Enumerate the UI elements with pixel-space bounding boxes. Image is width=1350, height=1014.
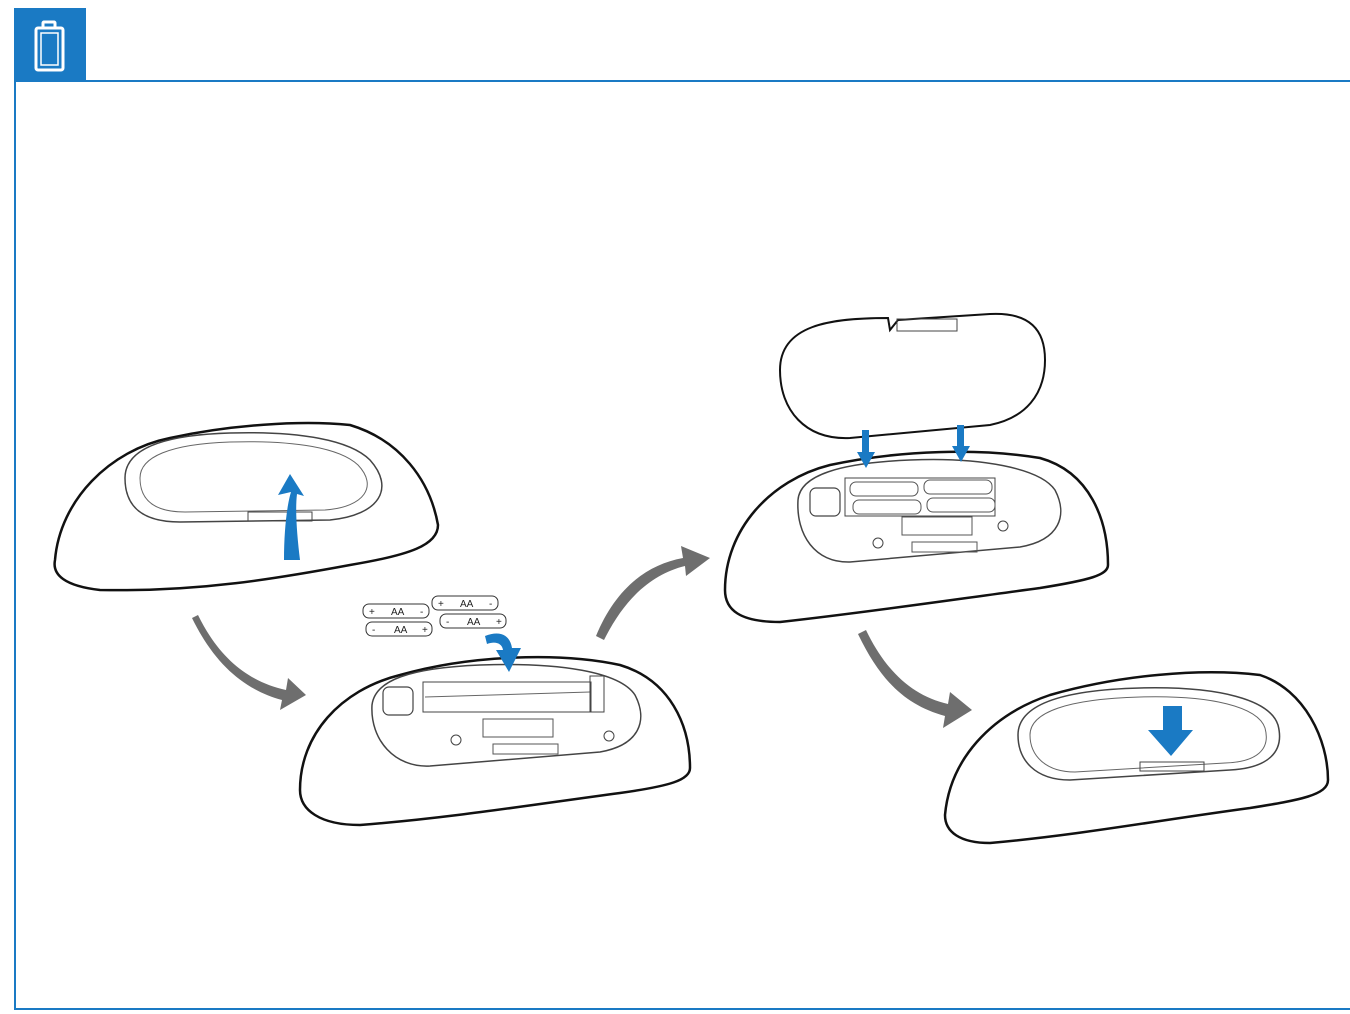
- battery-plus-label: +: [496, 617, 502, 628]
- sequence-arrow-3: [858, 630, 972, 728]
- aa-battery-2: + AA -: [432, 596, 498, 610]
- step2-device-open: [300, 657, 690, 825]
- battery-plus-label: +: [438, 599, 444, 610]
- step1-device-closed: [55, 423, 438, 590]
- battery-label: AA: [467, 617, 481, 628]
- battery-label: AA: [460, 599, 474, 610]
- battery-minus-label: -: [446, 617, 449, 628]
- battery-minus-label: -: [489, 599, 492, 610]
- battery-plus-label: +: [369, 607, 375, 618]
- battery-label: AA: [391, 607, 405, 618]
- aa-battery-1: + AA -: [363, 604, 429, 618]
- step4-device-closed: [945, 672, 1328, 843]
- step3-cover: [780, 314, 1045, 438]
- step3-device-open: [725, 452, 1108, 622]
- sequence-arrow-2: [596, 546, 710, 640]
- battery-minus-label: -: [420, 607, 423, 618]
- sequence-arrow-1: [192, 615, 306, 710]
- battery-minus-label: -: [372, 625, 375, 636]
- battery-plus-label: +: [422, 625, 428, 636]
- aa-battery-4: - AA +: [440, 614, 506, 628]
- aa-battery-3: - AA +: [366, 622, 432, 636]
- battery-label: AA: [394, 625, 408, 636]
